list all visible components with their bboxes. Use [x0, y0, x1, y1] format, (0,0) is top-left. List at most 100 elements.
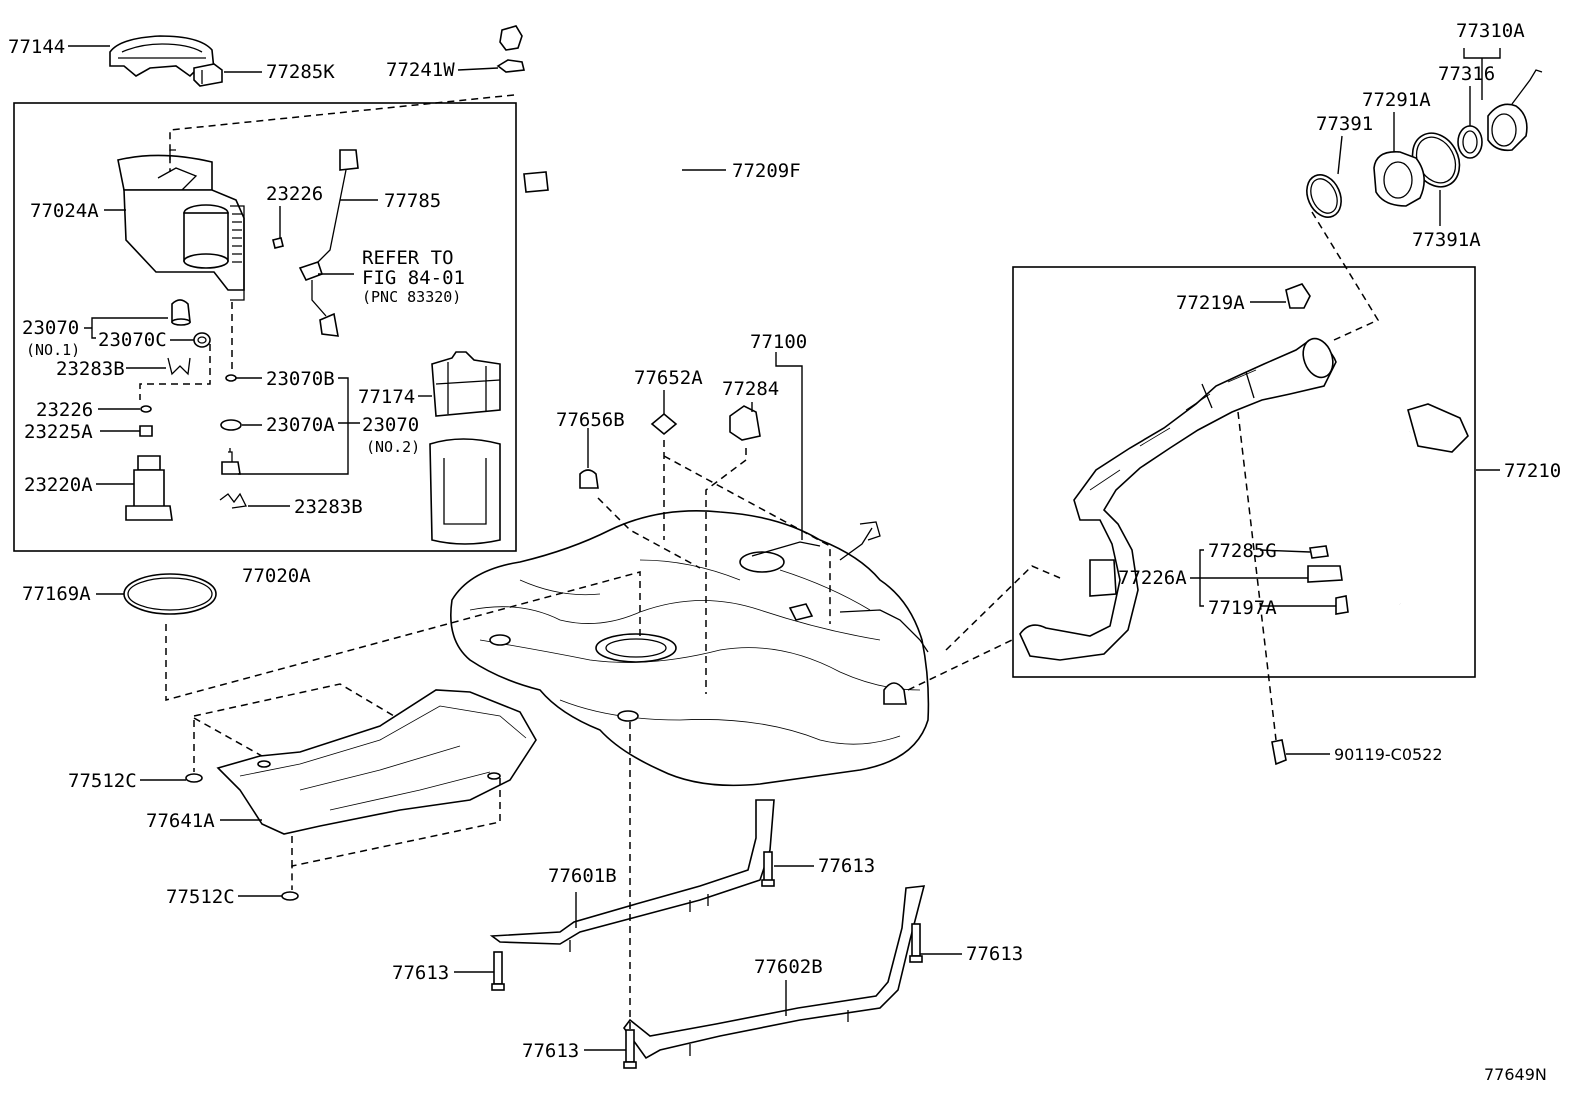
- label-23070C: 23070C: [98, 329, 167, 351]
- label-23283B-lower: 23283B: [294, 496, 363, 518]
- label-77197A: 77197A: [1208, 597, 1277, 619]
- label-23225A: 23225A: [24, 421, 93, 443]
- filler-pipe-77210: [1019, 337, 1337, 661]
- label-23283B-upper: 23283B: [56, 358, 125, 380]
- cap-77310A: [1487, 69, 1543, 152]
- bracket-77284: [729, 405, 761, 441]
- label-77613-d: 77613: [522, 1040, 579, 1062]
- clip-77512C-upper: [185, 773, 203, 783]
- label-77310A: 77310A: [1456, 20, 1525, 42]
- label-77391: 77391: [1316, 113, 1373, 135]
- label-23070B: 23070B: [266, 368, 335, 390]
- label-90119-C0522: 90119-C0522: [1334, 745, 1443, 764]
- label-77641A: 77641A: [146, 810, 215, 832]
- label-refer-pnc: (PNC 83320): [362, 288, 461, 306]
- clip-77197A: [1335, 595, 1349, 615]
- part-labels: 77144 77285K 77241W 77209F 77024A 23226 …: [8, 20, 1561, 1084]
- fuel-tank-77100: [450, 510, 930, 787]
- filler-pipe-assembly-box: [1012, 266, 1476, 678]
- label-77226A: 77226A: [1118, 567, 1187, 589]
- o-ring-23070B: [225, 374, 237, 382]
- label-77613-c: 77613: [966, 943, 1023, 965]
- bolt-77613-b: [491, 951, 505, 991]
- clip-23283B-lower: [219, 492, 247, 509]
- fuel-pump-module-77024A: [117, 149, 245, 301]
- housing-77291A: [1373, 151, 1425, 207]
- o-ring-23070C: [193, 332, 211, 348]
- label-77391A: 77391A: [1412, 229, 1481, 251]
- bolt-90119-C0522: [1271, 739, 1287, 766]
- fuel-pump-23220A: [125, 455, 173, 521]
- label-23070-no1: 23070: [22, 317, 79, 339]
- leader-lines: [68, 45, 1501, 1051]
- clip-77241W: [496, 59, 525, 73]
- bolt-77613-a: [761, 851, 775, 887]
- retainer-ring-77144: [109, 35, 215, 78]
- bolt-77613-d: [623, 1029, 637, 1069]
- label-23226-lower: 23226: [36, 399, 93, 421]
- label-refer-to: REFER TO: [362, 247, 454, 269]
- bolt-77613-c: [909, 923, 923, 963]
- label-77284: 77284: [722, 378, 779, 400]
- label-77512C-upper: 77512C: [68, 770, 137, 792]
- clip-23226-lower: [140, 405, 152, 413]
- hose-77209F: [499, 25, 696, 232]
- label-77601B: 77601B: [548, 865, 617, 887]
- label-77209F: 77209F: [732, 160, 801, 182]
- cover-77174: [431, 351, 501, 417]
- label-77020A: 77020A: [242, 565, 311, 587]
- clamp-77219A: [1285, 283, 1311, 309]
- gasket-77316: [1457, 125, 1483, 159]
- band-77601B: [489, 799, 775, 952]
- label-77656B: 77656B: [556, 409, 625, 431]
- label-77602B: 77602B: [754, 956, 823, 978]
- hose-77226A: [1307, 565, 1343, 583]
- label-23070A: 23070A: [266, 414, 335, 436]
- label-77210: 77210: [1504, 460, 1561, 482]
- case-77174: [429, 438, 501, 545]
- fitting-23070-no2: [221, 448, 241, 475]
- band-77602B: [623, 885, 926, 1060]
- clip-77285G: [1309, 545, 1329, 559]
- cushion-23225A: [139, 425, 153, 437]
- fuel-sender-77785: [298, 149, 359, 337]
- label-77652A: 77652A: [634, 367, 703, 389]
- label-77785: 77785: [384, 190, 441, 212]
- label-77316: 77316: [1438, 63, 1495, 85]
- label-77613-b: 77613: [392, 962, 449, 984]
- label-23070-no2: 23070: [362, 414, 419, 436]
- label-77100: 77100: [750, 331, 807, 353]
- label-no1: (NO.1): [26, 341, 80, 359]
- label-23226-upper: 23226: [266, 183, 323, 205]
- label-77219A: 77219A: [1176, 292, 1245, 314]
- gasket-77169A: [123, 573, 217, 615]
- label-refer-fig: FIG 84-01: [362, 267, 465, 289]
- dashed-guides: [139, 94, 1380, 1030]
- label-77241W: 77241W: [386, 59, 455, 81]
- breather-tube-77210: [1334, 403, 1469, 606]
- clamp-77285K: [193, 63, 223, 87]
- diagram-code: 77649N: [1484, 1065, 1547, 1084]
- fuel-pump-assembly-box: [13, 102, 517, 552]
- label-77024A: 77024A: [30, 200, 99, 222]
- label-77144: 77144: [8, 36, 65, 58]
- ring-77391: [1306, 174, 1342, 218]
- clip-77512C-lower: [281, 891, 299, 901]
- grommet-77656B: [579, 469, 599, 489]
- label-77285G: 77285G: [1208, 540, 1277, 562]
- clip-23226-upper: [272, 237, 284, 249]
- label-no2: (NO.2): [366, 438, 420, 456]
- label-77512C-lower: 77512C: [166, 886, 235, 908]
- heat-shield-77641A: [216, 689, 537, 835]
- label-23220A: 23220A: [24, 474, 93, 496]
- o-ring-23070A: [220, 419, 242, 431]
- label-77285K: 77285K: [266, 61, 335, 83]
- clip-23283B-upper: [167, 357, 191, 376]
- label-77169A: 77169A: [22, 583, 91, 605]
- filter-23070-no1: [171, 299, 191, 326]
- label-77174: 77174: [358, 386, 415, 408]
- label-77291A: 77291A: [1362, 89, 1431, 111]
- pad-77652A: [650, 412, 678, 436]
